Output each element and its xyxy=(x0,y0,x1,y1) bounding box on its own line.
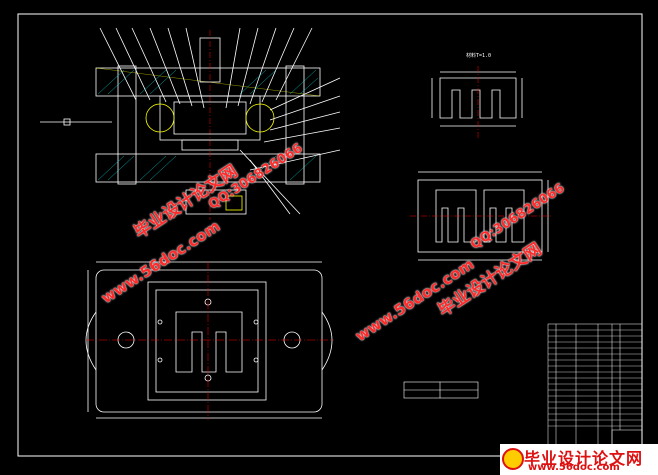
brand-logo-icon xyxy=(502,448,524,470)
part-material-note: 材料T=1.0 xyxy=(466,53,492,59)
die-plan-view xyxy=(85,261,333,419)
sheet-border xyxy=(17,13,643,457)
assembly-section-view xyxy=(40,27,341,220)
bill-of-materials xyxy=(547,323,643,455)
plan-centerlines xyxy=(86,262,334,420)
bom-row-lines xyxy=(548,329,642,427)
brand-footer[interactable]: 毕业设计论文网 www.56doc.com xyxy=(500,444,658,475)
part-drawing xyxy=(431,71,523,127)
section-hatching xyxy=(97,69,319,181)
brand-name: 毕业设计论文网 xyxy=(524,449,644,468)
brand-url: www.56doc.com xyxy=(528,462,620,473)
note-block xyxy=(403,381,479,399)
